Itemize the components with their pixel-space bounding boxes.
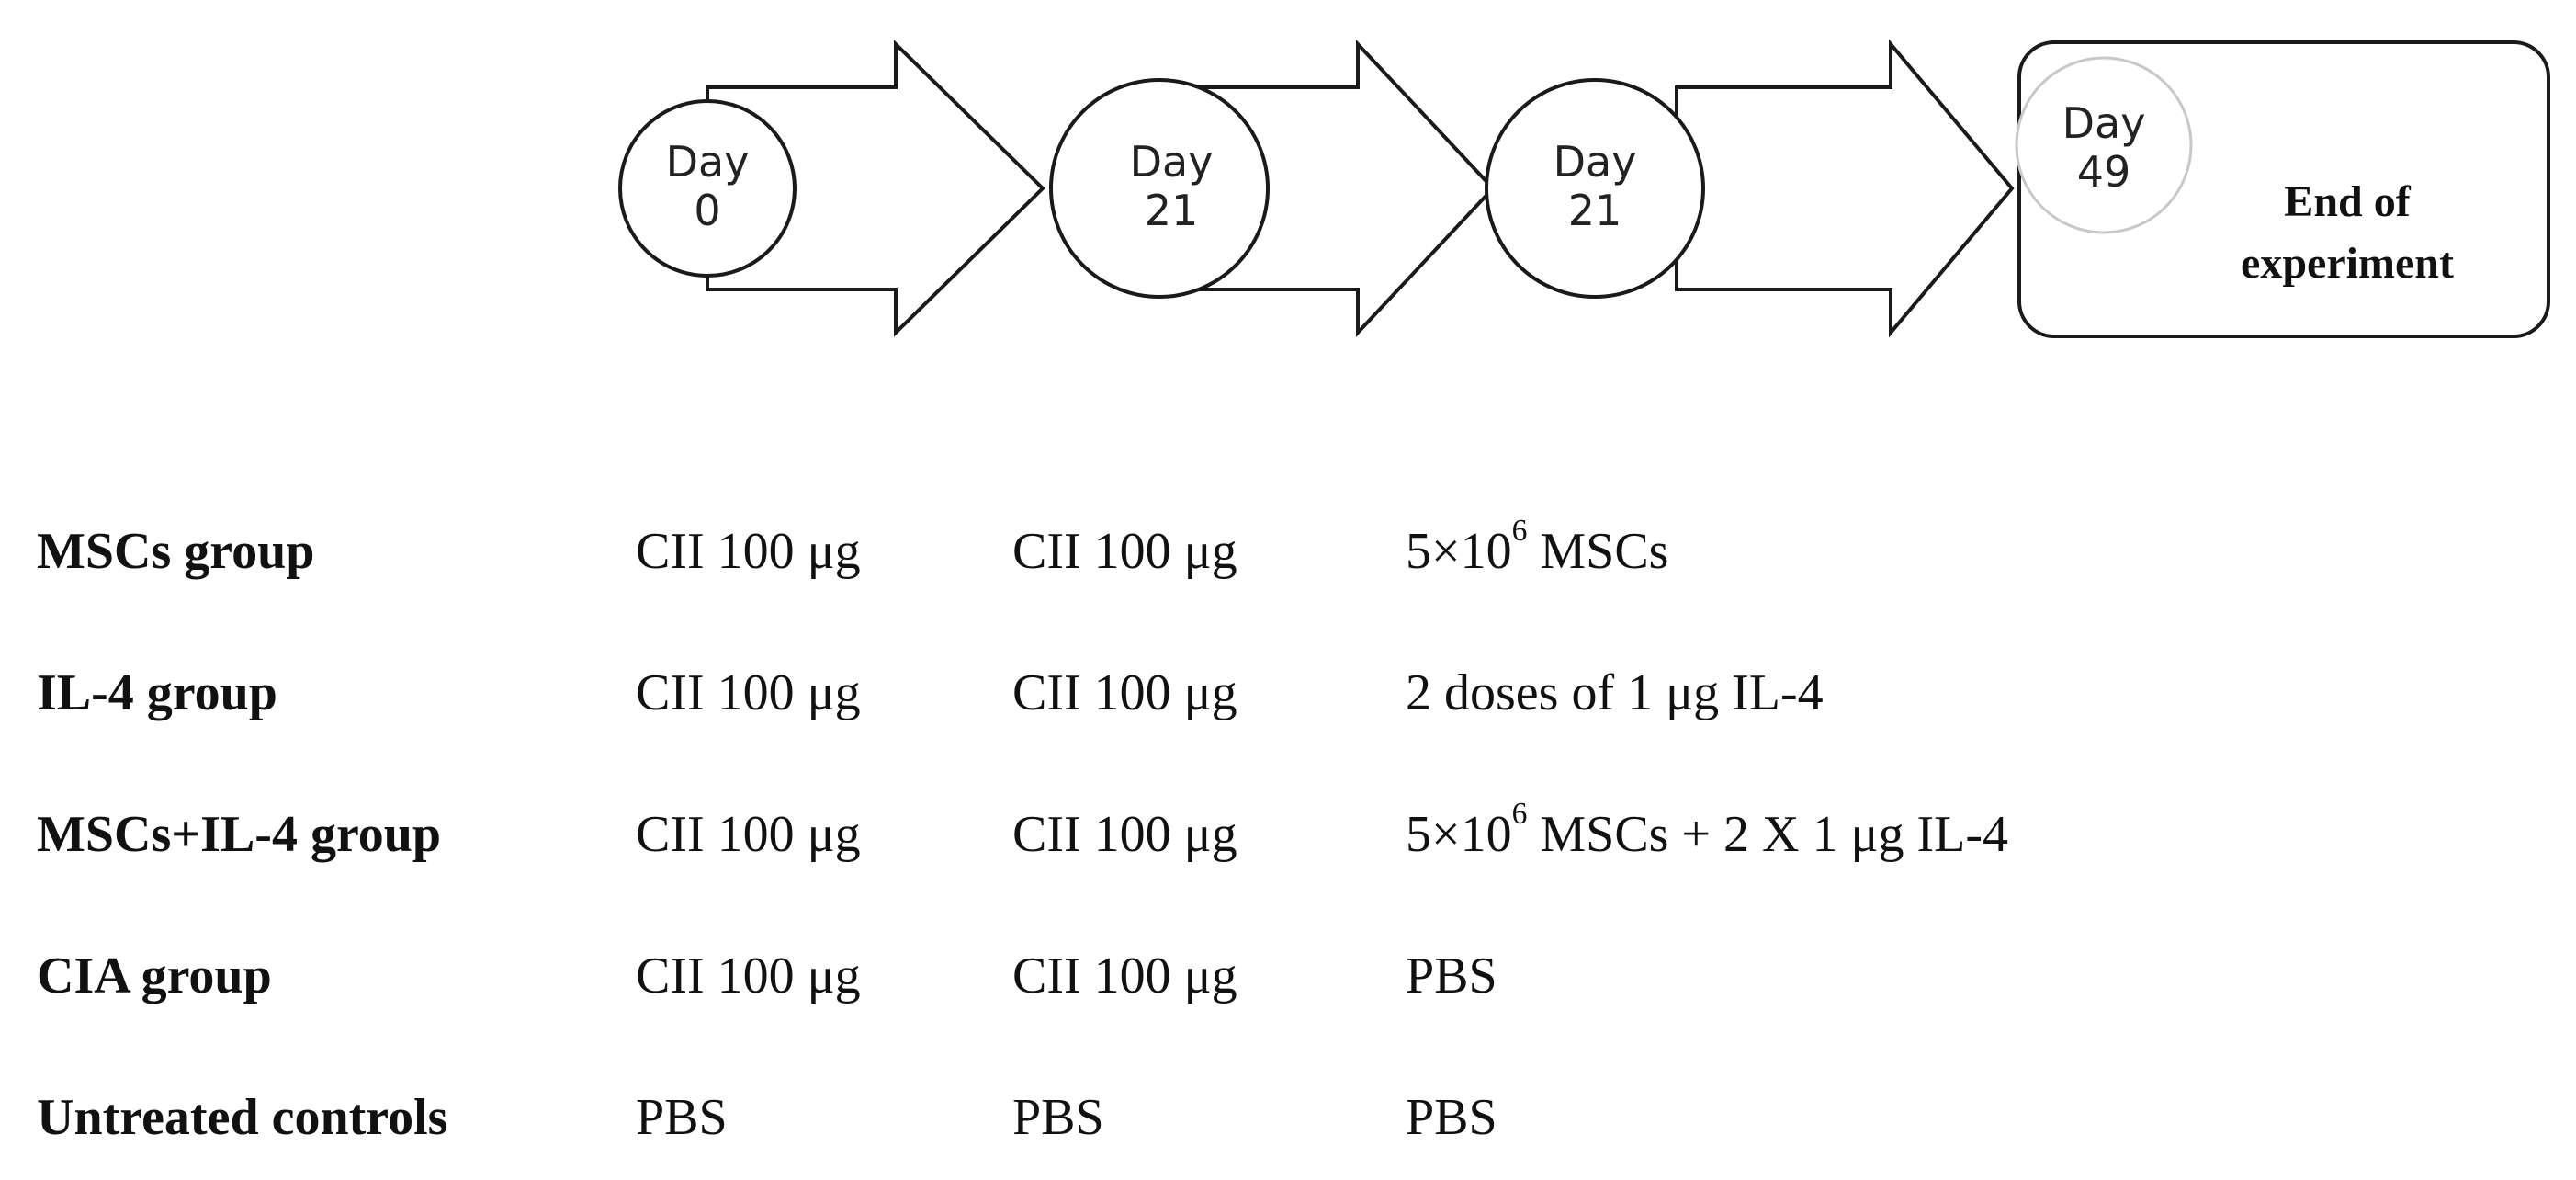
milestone-1-day-word: Day	[666, 137, 750, 187]
day-0-treatment: CII 100 μg	[636, 523, 861, 580]
therapy-exponent: 6	[1511, 796, 1528, 831]
therapy-text-post: MSCs	[1527, 523, 1669, 580]
milestone-1-day-number: 0	[694, 186, 720, 235]
group-name: IL-4 group	[37, 664, 277, 721]
end-label-line1: End of	[2284, 177, 2411, 226]
group-name: MSCs+IL-4 group	[37, 806, 442, 863]
milestone-3-day-number: 21	[1568, 186, 1622, 235]
day-0-treatment: CII 100 μg	[636, 664, 861, 721]
therapy-treatment: 5×106 MSCs	[1406, 515, 1668, 588]
day-21-treatment: CII 100 μg	[1012, 806, 1237, 863]
table-row: MSCs group CII 100 μg CII 100 μg 5×106 M…	[0, 515, 2576, 588]
therapy-treatment: PBS	[1406, 939, 1497, 1013]
milestone-day-49-circle	[2015, 56, 2193, 234]
milestone-3-day-word: Day	[1554, 137, 1637, 187]
therapy-text-pre: PBS	[1406, 1089, 1497, 1146]
timeline-arrow-3	[1675, 39, 2015, 338]
timeline-arrow-1	[706, 40, 1045, 337]
milestone-day-0-circle	[618, 99, 797, 278]
group-name: CIA group	[37, 947, 272, 1004]
timeline-diagram: Day 0 Day 21 Day 21 Day 49 End of experi…	[618, 39, 2550, 338]
day-21-treatment: CII 100 μg	[1012, 664, 1237, 721]
day-0-treatment: CII 100 μg	[636, 806, 861, 863]
therapy-exponent: 6	[1511, 513, 1528, 548]
therapy-text-pre: PBS	[1406, 947, 1497, 1004]
table-row: MSCs+IL-4 group CII 100 μg CII 100 μg 5×…	[0, 798, 2576, 871]
day-0-treatment: PBS	[636, 1089, 728, 1146]
therapy-treatment: 5×106 MSCs + 2 X 1 μg IL-4	[1406, 798, 2008, 871]
therapy-text-post: MSCs + 2 X 1 μg IL-4	[1527, 806, 2009, 863]
milestone-day-21-second-circle	[1485, 78, 1705, 299]
milestone-4-day-word: Day	[2062, 98, 2146, 148]
therapy-text-pre: 5×10	[1406, 523, 1512, 580]
therapy-treatment: PBS	[1406, 1081, 1497, 1154]
milestone-day-21-circle	[1049, 78, 1270, 299]
table-row: CIA group CII 100 μg CII 100 μg PBS	[0, 939, 2576, 1013]
therapy-text-pre: 2 doses of 1 μg IL-4	[1406, 664, 1824, 721]
day-21-treatment: PBS	[1012, 1089, 1104, 1146]
group-name: Untreated controls	[37, 1089, 448, 1146]
group-name: MSCs group	[37, 523, 315, 580]
therapy-text-pre: 5×10	[1406, 806, 1512, 863]
table-row: IL-4 group CII 100 μg CII 100 μg 2 doses…	[0, 656, 2576, 730]
day-0-treatment: CII 100 μg	[636, 947, 861, 1004]
table-row: Untreated controls PBS PBS PBS	[0, 1081, 2576, 1154]
end-label-line2: experiment	[2241, 239, 2454, 288]
milestone-2-day-word: Day	[1130, 137, 1214, 187]
milestone-2-day-number: 21	[1145, 186, 1199, 235]
milestone-4-day-number: 49	[2077, 147, 2131, 197]
therapy-treatment: 2 doses of 1 μg IL-4	[1406, 656, 1824, 730]
day-21-treatment: CII 100 μg	[1012, 947, 1237, 1004]
day-21-treatment: CII 100 μg	[1012, 523, 1237, 580]
